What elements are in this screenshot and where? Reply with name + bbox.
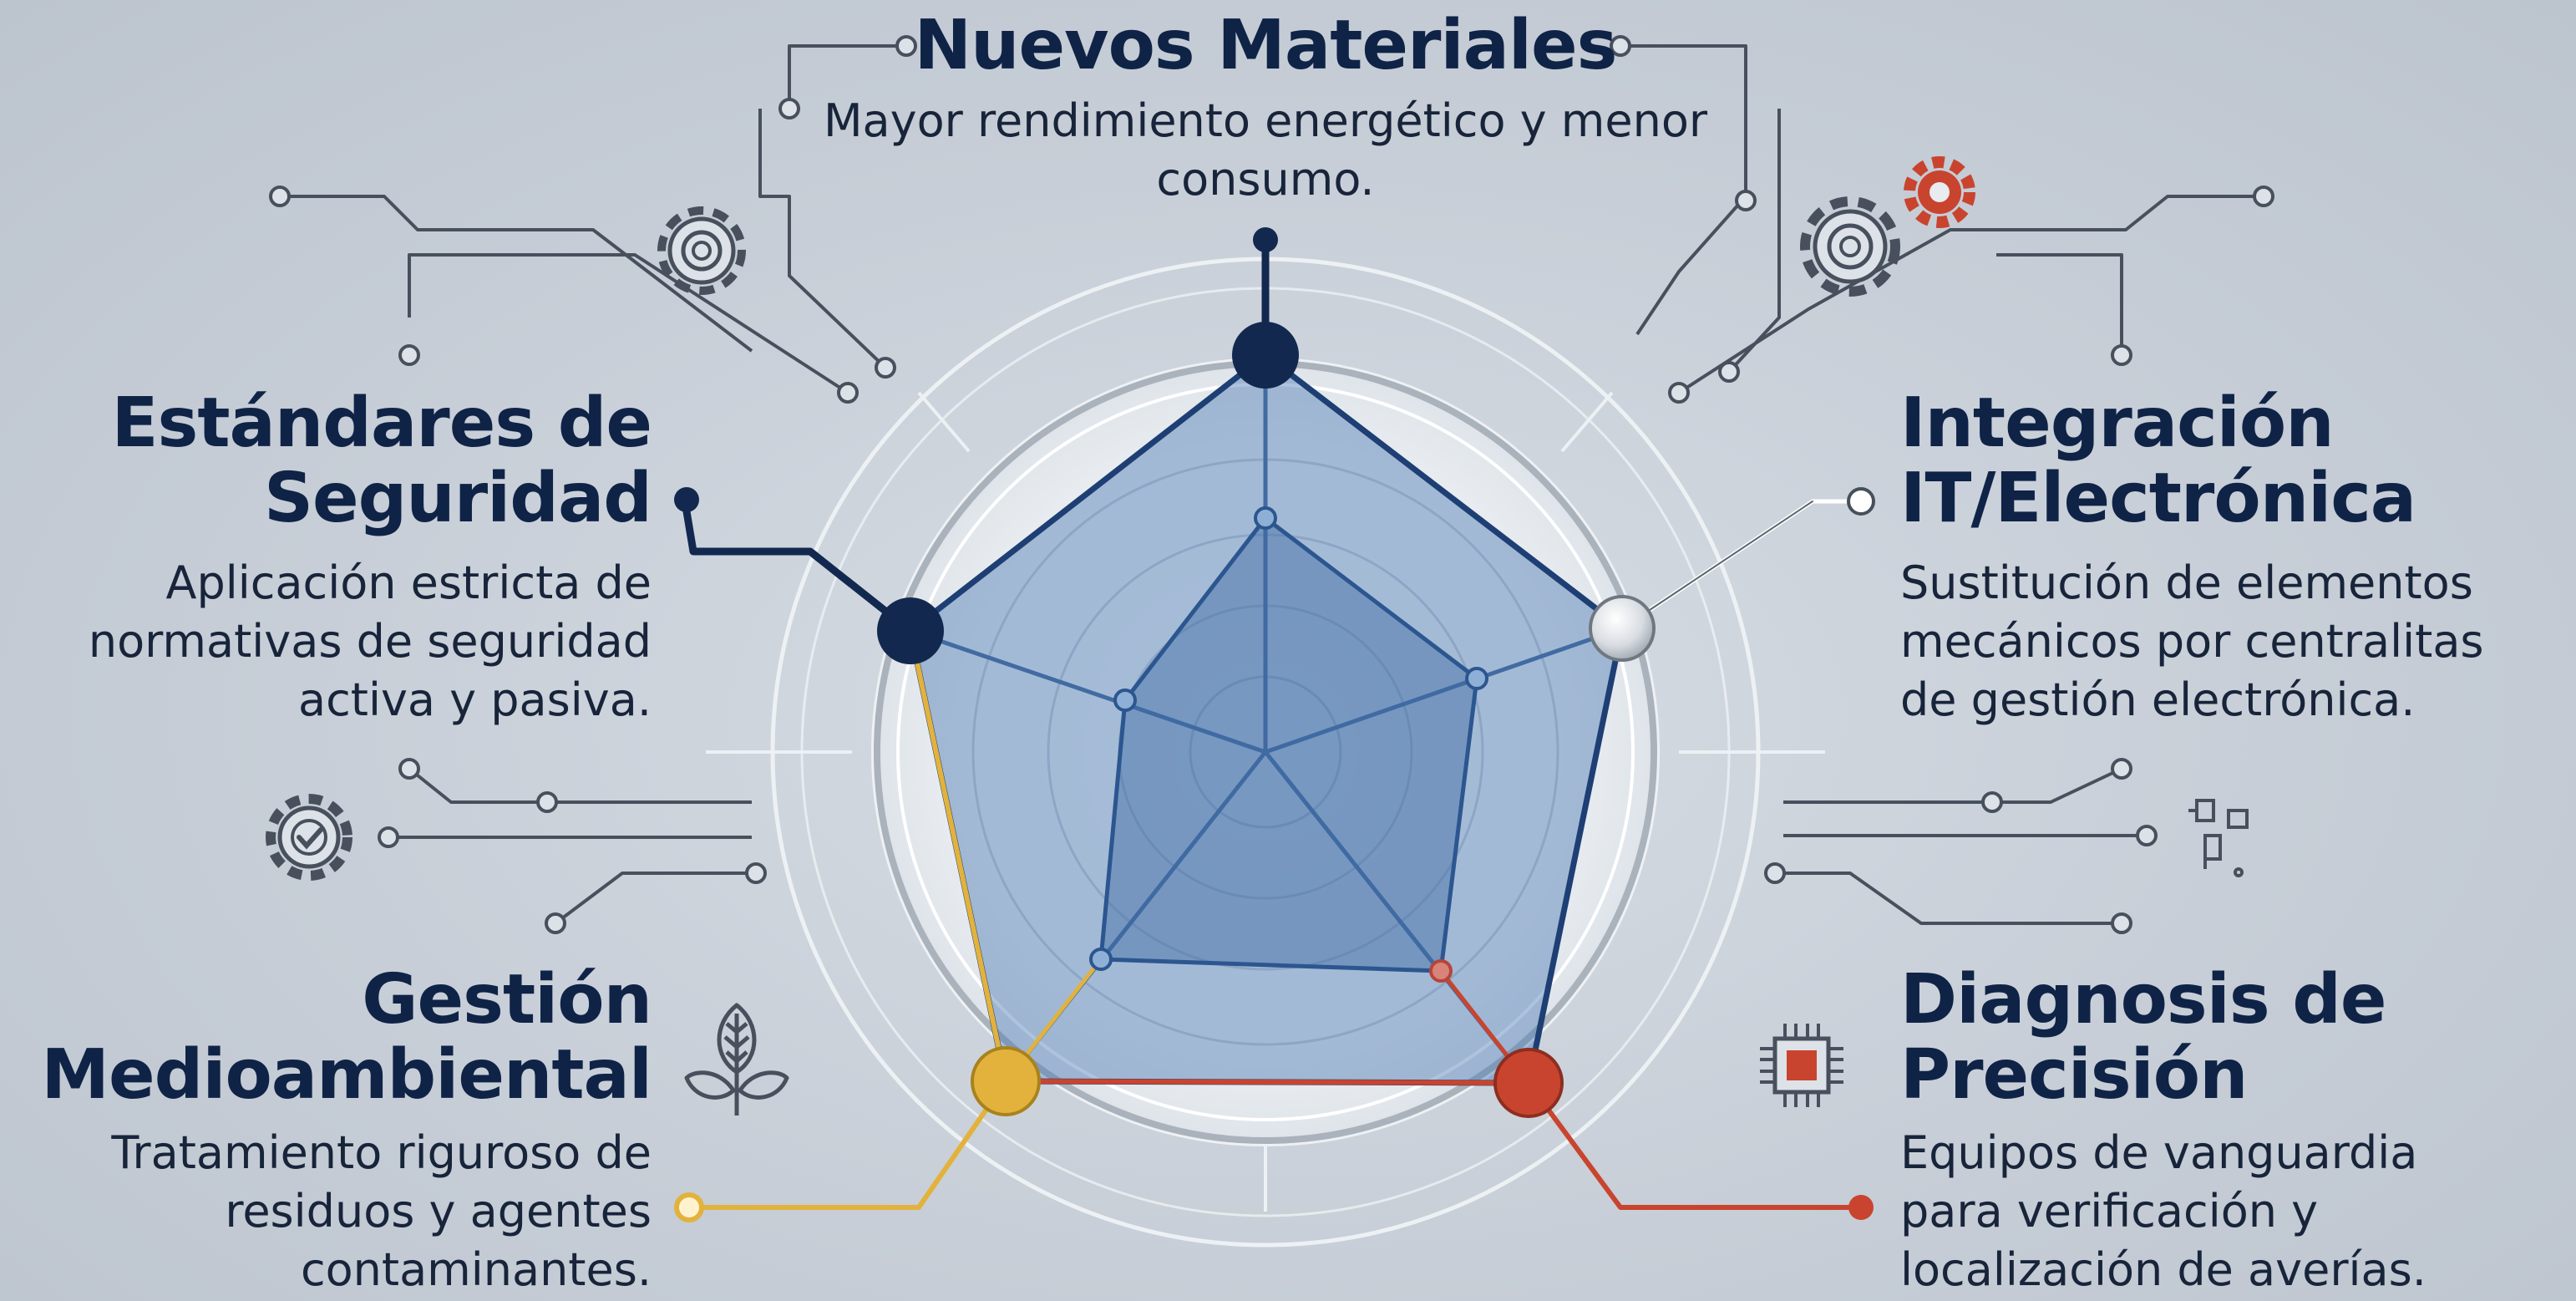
title-integracion-line1: Integración xyxy=(1900,384,2335,463)
node-nuevos-materiales xyxy=(1232,322,1299,389)
title-gestion-line2: Medioambiental xyxy=(41,1035,652,1115)
desc-estandares-line1: Aplicación estricta de xyxy=(165,556,652,609)
chip-icon xyxy=(1760,1024,1843,1107)
node-gestion-medioambiental xyxy=(971,1046,1041,1116)
gold-edge xyxy=(908,630,1008,1082)
desc-estandares-line2: normativas de seguridad xyxy=(88,615,652,668)
desc-integracion-line1: Sustitución de elementos xyxy=(1900,556,2473,609)
radar-inner-polygon xyxy=(1098,516,1479,973)
circuit-pads xyxy=(269,35,2274,934)
desc-gestion-line2: residuos y agentes xyxy=(225,1185,652,1237)
desc-gestion-line1: Tratamiento riguroso de xyxy=(111,1126,652,1179)
red-bottom-edge xyxy=(1005,1079,1529,1085)
gear-check-icon xyxy=(266,794,352,881)
node-integracion-it xyxy=(1589,595,1656,662)
title-nuevos-materiales: Nuevos Materiales xyxy=(914,6,1618,85)
title-gestion-line1: Gestión xyxy=(362,960,652,1039)
gear-icon-right xyxy=(1800,196,1900,297)
desc-integracion-line3: de gestión electrónica. xyxy=(1900,673,2416,726)
desc-gestion-line3: contaminantes. xyxy=(300,1243,652,1296)
desc-diagnosis-line2: para verificación y xyxy=(1900,1185,2319,1237)
title-estandares-line2: Seguridad xyxy=(263,459,652,538)
circuit-traces xyxy=(280,44,2264,925)
red-gear-icon xyxy=(1904,156,1975,228)
node-estandares-seguridad xyxy=(877,597,944,664)
title-integracion-line2: IT/Electrónica xyxy=(1900,459,2416,538)
desc-diagnosis-line1: Equipos de vanguardia xyxy=(1900,1126,2418,1179)
desc-estandares-line3: activa y pasiva. xyxy=(297,673,652,726)
desc-diagnosis-line3: localización de averías. xyxy=(1900,1243,2426,1296)
circuit-icon xyxy=(2188,799,2249,877)
leaf-icon xyxy=(684,1003,789,1116)
title-estandares-line1: Estándares de xyxy=(111,384,652,463)
gear-icon-left xyxy=(657,206,746,295)
node-diagnosis xyxy=(1493,1048,1564,1118)
title-diagnosis-line2: Precisión xyxy=(1900,1035,2249,1115)
title-diagnosis-line1: Diagnosis de xyxy=(1900,960,2387,1039)
desc-nuevos-materiales: Mayor rendimiento energético y menor con… xyxy=(823,94,1708,206)
desc-integracion-line2: mecánicos por centralitas xyxy=(1900,615,2484,668)
inner-nodes xyxy=(1089,506,1488,983)
